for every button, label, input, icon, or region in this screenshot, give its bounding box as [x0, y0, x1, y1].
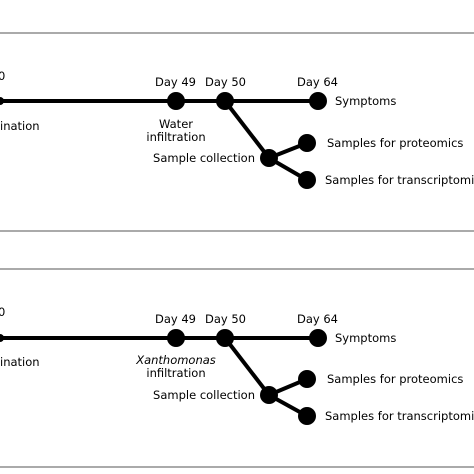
- start-day-label: 0: [0, 69, 5, 83]
- start-node: [0, 97, 4, 105]
- day49-label: Day 49: [155, 75, 196, 89]
- treatment-label-line1: Xanthomonas: [135, 353, 216, 367]
- start-day-label: 0: [0, 305, 5, 319]
- branch-to-collection: [223, 336, 271, 397]
- panel-border: [0, 32, 474, 232]
- day64-label: Day 64: [297, 312, 338, 326]
- panel-border: [0, 268, 474, 468]
- start-event-label: ination: [0, 119, 40, 133]
- sample-collection-label: Sample collection: [153, 151, 255, 165]
- proteomics-node: [298, 370, 316, 388]
- day64-label: Day 64: [297, 75, 338, 89]
- day64-node: [309, 92, 327, 110]
- day50-label: Day 50: [205, 312, 246, 326]
- proteomics-node: [298, 134, 316, 152]
- treatment-label-line1: Water: [159, 117, 193, 131]
- symptoms-label: Symptoms: [335, 94, 396, 108]
- proteomics-label: Samples for proteomics: [327, 136, 463, 150]
- symptoms-label: Symptoms: [335, 331, 396, 345]
- day64-node: [309, 329, 327, 347]
- start-node: [0, 334, 4, 342]
- day50-node: [216, 329, 234, 347]
- collection-node: [260, 386, 278, 404]
- collection-node: [260, 149, 278, 167]
- day50-node: [216, 92, 234, 110]
- day49-node: [167, 92, 185, 110]
- transcriptomics-node: [298, 407, 316, 425]
- treatment-label-line2: infiltration: [146, 366, 205, 380]
- start-event-label: ination: [0, 355, 40, 369]
- sample-collection-label: Sample collection: [153, 388, 255, 402]
- proteomics-label: Samples for proteomics: [327, 372, 463, 386]
- branch-to-collection: [223, 99, 271, 160]
- day49-label: Day 49: [155, 312, 196, 326]
- transcriptomics-label: Samples for transcriptomics: [325, 409, 474, 423]
- transcriptomics-label: Samples for transcriptomics: [325, 173, 474, 187]
- panel-xanthomonas: 0 ination Day 49 Day 50 Day 64 Xanthomon…: [0, 268, 474, 468]
- day49-node: [167, 329, 185, 347]
- transcriptomics-node: [298, 171, 316, 189]
- panel-water: 0 ination Day 49 Day 50 Day 64 Water inf…: [0, 32, 474, 232]
- treatment-label-line2: infiltration: [146, 130, 205, 144]
- day50-label: Day 50: [205, 75, 246, 89]
